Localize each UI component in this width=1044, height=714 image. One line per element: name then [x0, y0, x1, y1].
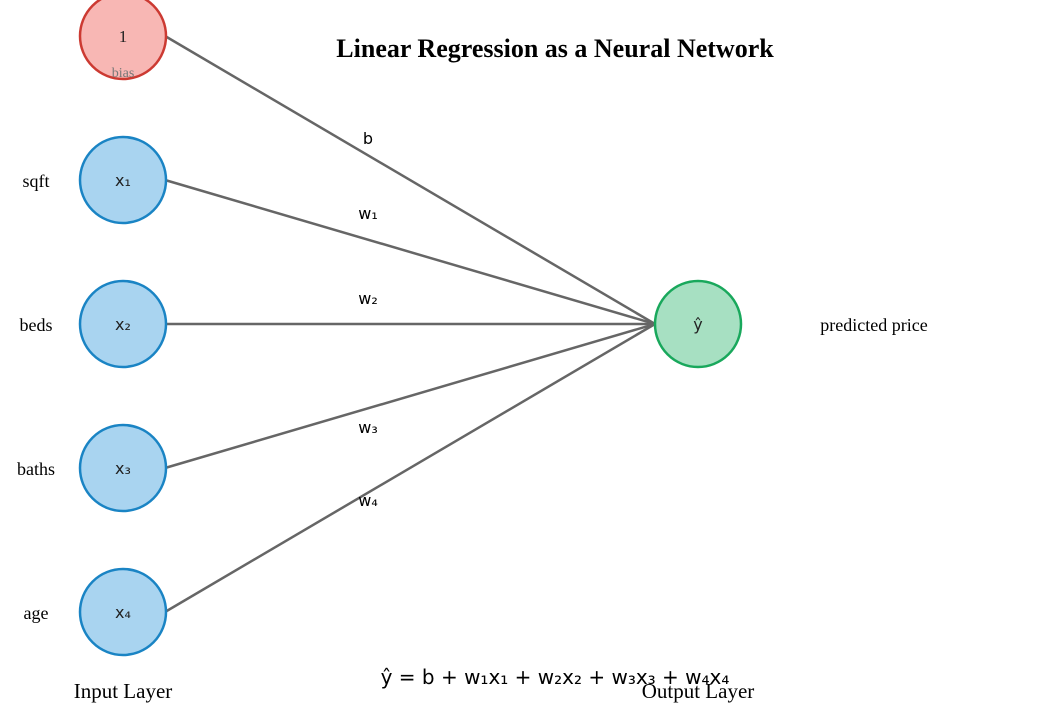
input-node-symbol: x₄ [115, 603, 131, 622]
input-node-3: x₃ [78, 423, 168, 513]
edge-bias [164, 34, 656, 326]
output-layer-label: Output Layer [642, 679, 755, 703]
input-node-circle [78, 423, 168, 513]
output-node-circle [653, 279, 743, 369]
input-node-symbol: x₂ [115, 315, 131, 334]
bias-node-value: 1 [119, 27, 128, 46]
output-node-symbol: ŷ [693, 315, 702, 334]
weight-label-w1: w₁ [358, 204, 378, 223]
input-node-2: x₂ [78, 279, 168, 369]
input-node-symbol: x₃ [115, 459, 131, 478]
input-node-4: x₄ [78, 567, 168, 657]
bias-node-circle [78, 0, 168, 81]
weight-label-w2: w₂ [358, 289, 378, 308]
bias-node: 1 bias [78, 0, 168, 81]
input-node-circle [78, 279, 168, 369]
weight-labels: b w₁ w₂ w₃ w₄ [358, 129, 378, 510]
feature-label-sqft: sqft [23, 171, 50, 191]
input-layer-label: Input Layer [74, 679, 173, 703]
edge-x1 [164, 178, 656, 326]
weight-label-w3: w₃ [358, 418, 378, 437]
weight-label-w4: w₄ [358, 491, 378, 510]
diagram-title: Linear Regression as a Neural Network [336, 34, 774, 63]
input-node-symbol: x₁ [115, 171, 131, 190]
input-node-circle [78, 135, 168, 225]
input-node-1: x₁ [78, 135, 168, 225]
edge-x4 [164, 322, 656, 614]
output-node: ŷ [653, 279, 743, 369]
feature-label-beds: beds [20, 315, 53, 335]
edges [164, 34, 656, 614]
feature-label-baths: baths [17, 459, 55, 479]
edge-x3 [164, 322, 656, 470]
input-node-circle [78, 567, 168, 657]
weight-label-bias: b [363, 129, 373, 148]
feature-label-age: age [24, 603, 49, 623]
regression-formula: ŷ = b + w₁x₁ + w₂x₂ + w₃x₃ + w₄x₄ [381, 665, 730, 689]
bias-node-label: bias [112, 66, 135, 81]
output-label: predicted price [820, 315, 927, 335]
